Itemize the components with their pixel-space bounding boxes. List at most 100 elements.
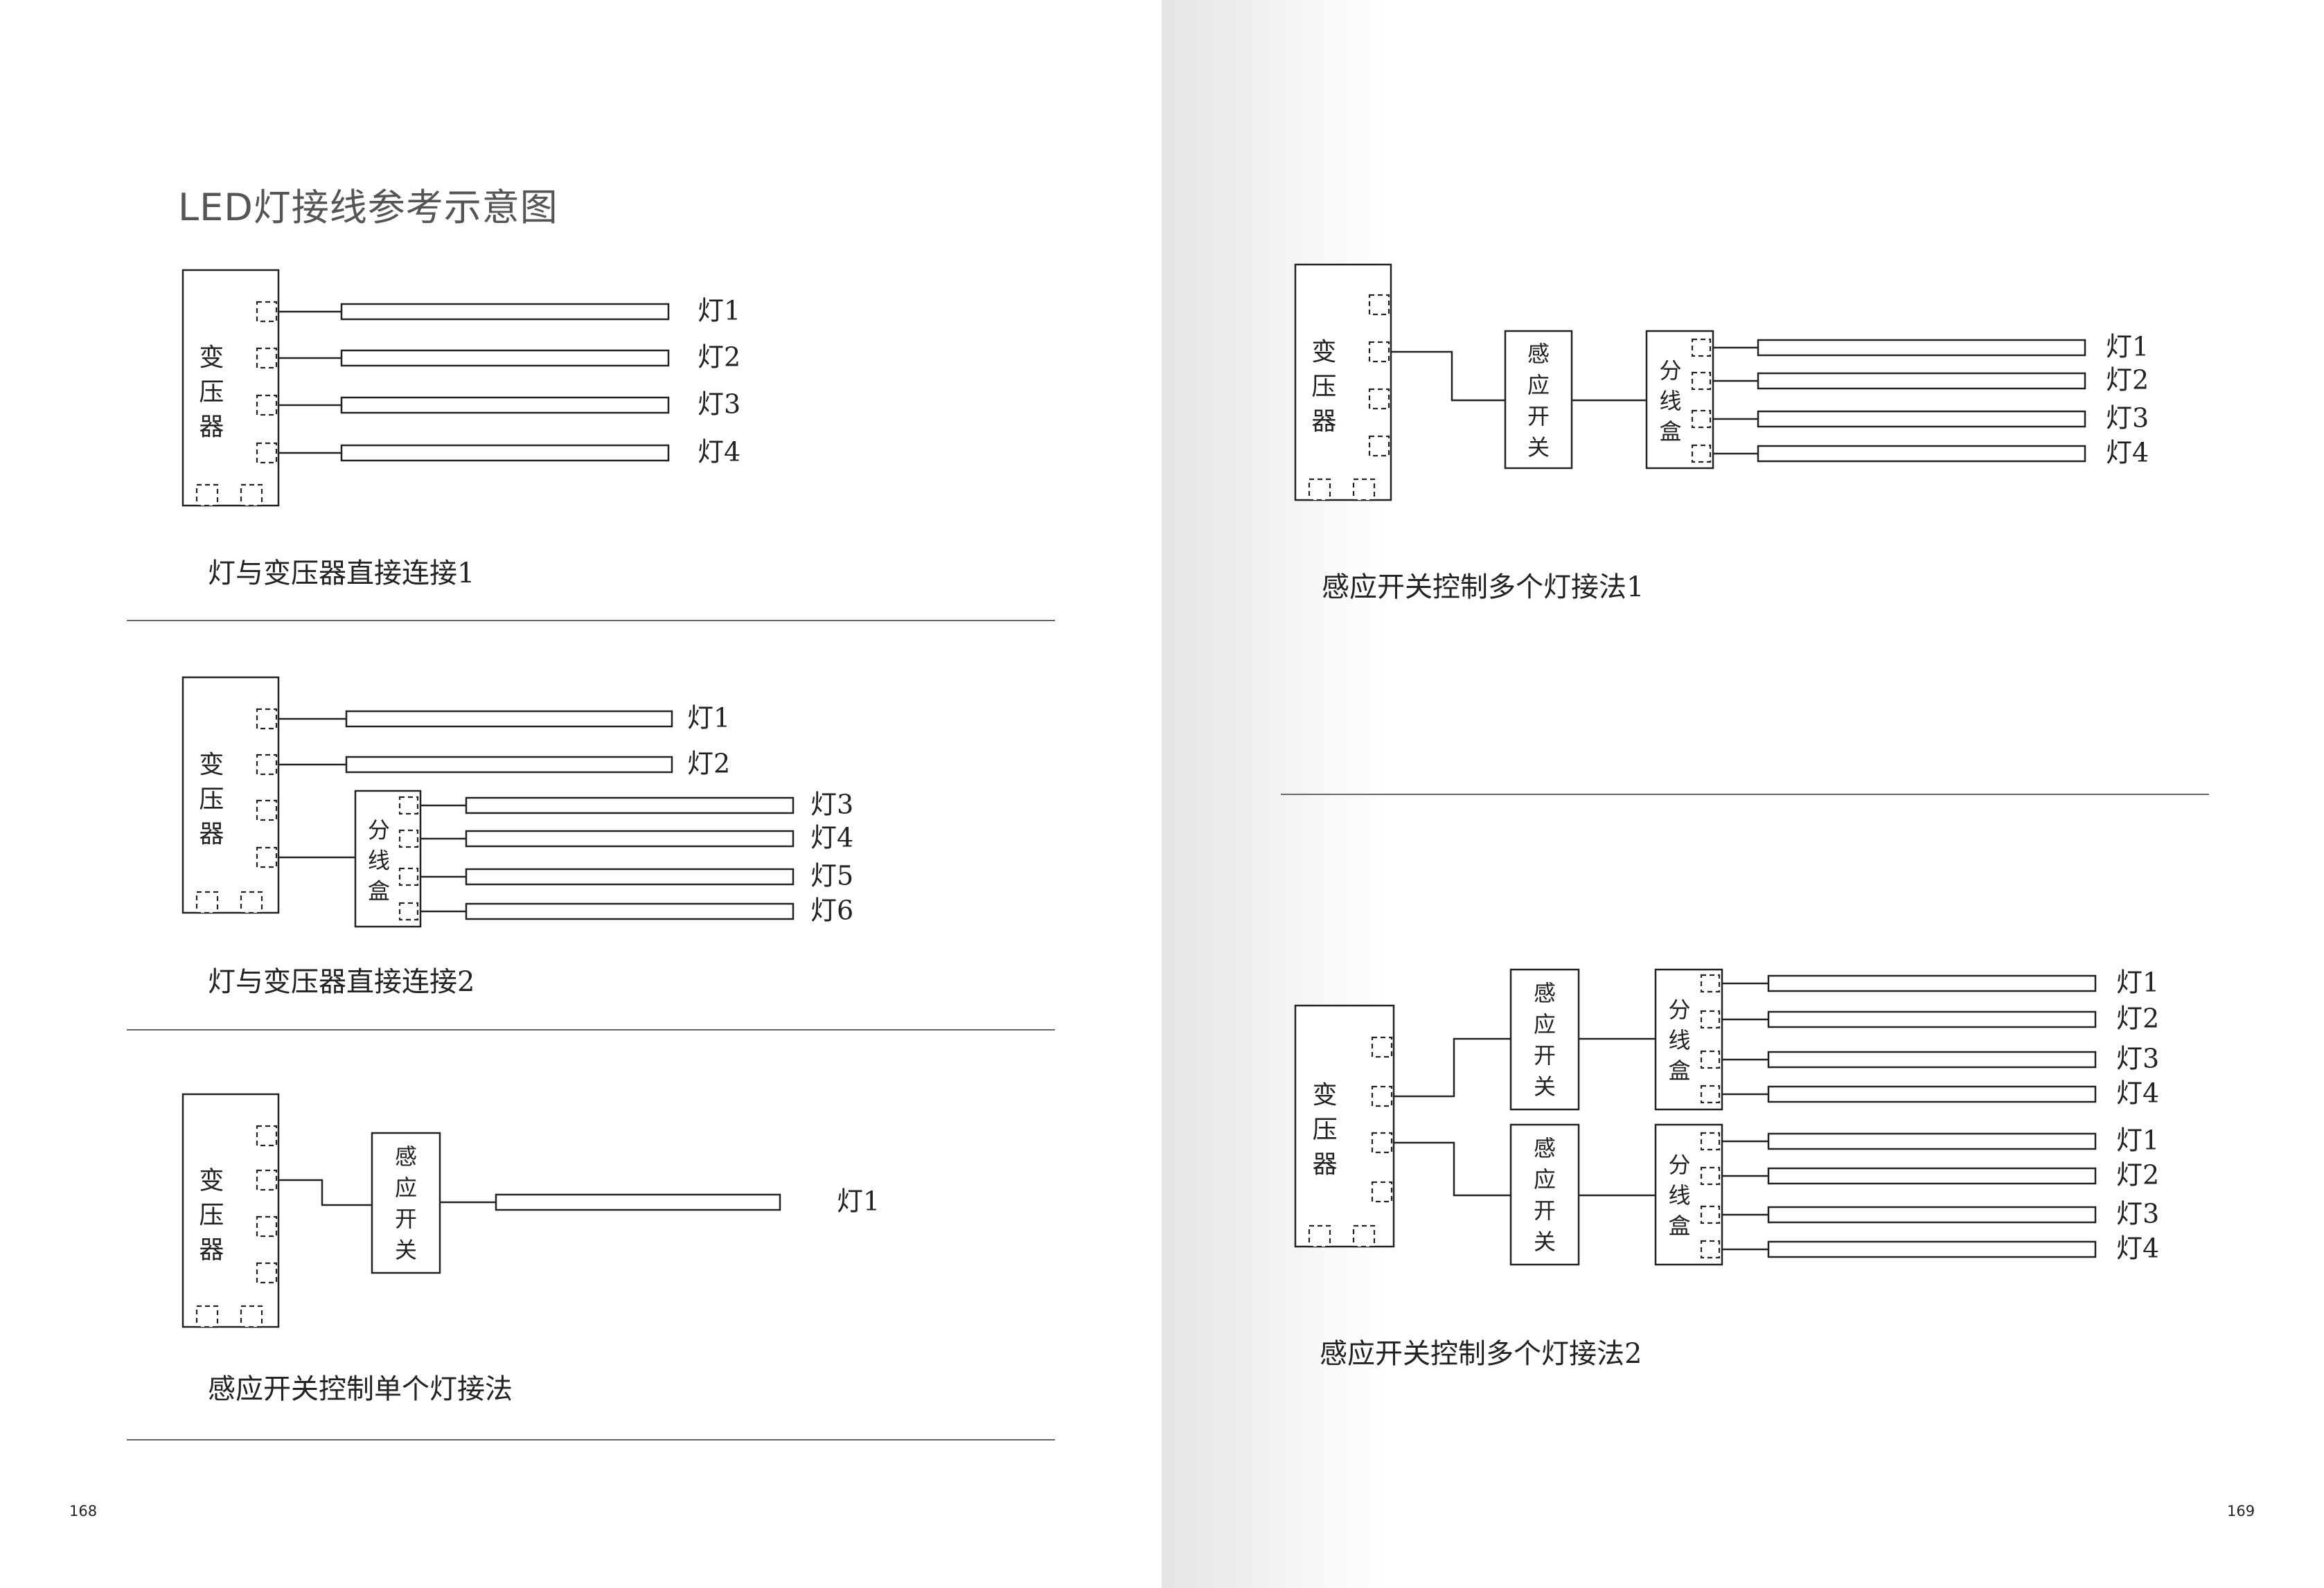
transformer-port — [256, 753, 278, 776]
lamp-label: 灯4 — [2116, 1233, 2159, 1264]
junction-port — [1700, 1166, 1721, 1186]
transformer-label-char: 器 — [1311, 407, 1336, 436]
sensor-label-char: 应 — [395, 1175, 417, 1201]
junction-port — [1700, 1240, 1721, 1259]
lamp-label: 灯2 — [687, 749, 730, 779]
transformer-port — [256, 442, 278, 464]
lamp-label: 灯6 — [810, 895, 853, 926]
junction-port — [1691, 444, 1712, 463]
junction-label-char: 盒 — [1660, 418, 1682, 445]
lamp-label: 灯1 — [698, 296, 740, 326]
lamp-6 — [1767, 1167, 2097, 1185]
transformer-bottom-port — [240, 1305, 263, 1328]
transformer-label-char: 变 — [1313, 1081, 1338, 1109]
junction-port — [1700, 974, 1721, 993]
junction-label-char: 线 — [1669, 1027, 1691, 1053]
lamp-label: 灯1 — [2116, 1125, 2159, 1156]
sensor-label-char: 应 — [1534, 1011, 1556, 1037]
transformer-label-char: 变 — [199, 751, 224, 779]
transformer-label-char: 压 — [199, 1202, 224, 1230]
transformer-port — [1371, 1036, 1393, 1058]
transformer-bottom-port — [1352, 478, 1376, 501]
junction-port — [398, 829, 419, 848]
junction-label-char: 分 — [1669, 997, 1691, 1023]
transformer-label-char: 器 — [199, 413, 224, 441]
transformer-label-char: 压 — [1311, 373, 1336, 401]
sensor-label-char: 开 — [1534, 1197, 1556, 1224]
sensor-box — [1509, 1123, 1580, 1266]
transformer-label-char: 变 — [199, 344, 224, 372]
transformer-port — [1368, 341, 1390, 363]
transformer-bottom-port — [1308, 1224, 1331, 1248]
transformer-port — [256, 846, 278, 868]
junction-port — [398, 796, 419, 815]
divider-3 — [127, 1439, 1055, 1440]
transformer-bottom-port — [1308, 478, 1331, 501]
transformer-label-char: 变 — [1311, 338, 1336, 366]
junction-label-char: 线 — [1669, 1182, 1691, 1208]
lamp-label: 灯2 — [2116, 1160, 2159, 1190]
lamp-label: 灯3 — [2116, 1199, 2159, 1229]
lamp-label: 灯1 — [687, 703, 730, 733]
lamp-label: 灯1 — [2116, 967, 2159, 998]
wire — [1394, 1037, 1511, 1098]
junction-label-char: 分 — [1660, 357, 1682, 384]
divider-1 — [127, 620, 1055, 621]
sensor-label-char: 关 — [1534, 1229, 1556, 1255]
junction-label-char: 线 — [1660, 388, 1682, 414]
junction-port — [1700, 1050, 1721, 1069]
lamp-label: 灯2 — [2116, 1003, 2159, 1034]
caption-direct-connection-2: 灯与变压器直接连接2 — [208, 966, 475, 998]
divider-2 — [127, 1029, 1055, 1031]
transformer-bottom-port — [240, 483, 263, 507]
caption-direct-connection-1: 灯与变压器直接连接1 — [208, 557, 475, 589]
lamp-label: 灯3 — [698, 389, 740, 420]
transformer-port — [1368, 435, 1390, 457]
transformer-port — [1368, 294, 1390, 316]
sensor-box — [371, 1132, 441, 1274]
lamp-5 — [1767, 1132, 2097, 1150]
caption-sensor-single-lamp: 感应开关控制单个灯接法 — [208, 1373, 513, 1405]
transformer-bottom-port — [195, 1305, 219, 1328]
lamp-1 — [495, 1193, 781, 1211]
lamp-5 — [465, 868, 795, 886]
lamp-3 — [1757, 410, 2086, 428]
wire — [1394, 1141, 1511, 1197]
divider-right — [1281, 794, 2209, 795]
transformer-port — [256, 394, 278, 416]
page-number-right: 169 — [2227, 1503, 2255, 1519]
sensor-label-char: 开 — [395, 1206, 417, 1232]
lamp-8 — [1767, 1240, 2097, 1258]
lamp-label: 灯1 — [837, 1186, 880, 1217]
lamp-label: 灯4 — [2116, 1078, 2159, 1109]
lamp-1 — [340, 303, 670, 321]
lamp-4 — [340, 444, 670, 462]
transformer-port — [1371, 1132, 1393, 1154]
transformer-label-char: 压 — [1313, 1116, 1338, 1144]
sensor-label-char: 感 — [395, 1143, 417, 1170]
lamp-1 — [345, 710, 673, 728]
transformer-port — [1371, 1085, 1393, 1107]
lamp-4 — [465, 830, 795, 848]
sensor-label-char: 开 — [1534, 1042, 1556, 1069]
transformer-port — [256, 301, 278, 323]
transformer-port — [256, 1125, 278, 1147]
junction-port — [1691, 409, 1712, 429]
transformer-port — [1371, 1181, 1393, 1203]
transformer-port — [1368, 388, 1390, 410]
sensor-label-char: 感 — [1534, 1135, 1556, 1161]
junction-port — [1691, 338, 1712, 357]
sensor-label-char: 关 — [1527, 434, 1550, 461]
transformer-bottom-port — [195, 891, 219, 914]
lamp-label: 灯2 — [2106, 365, 2149, 395]
lamp-label: 灯3 — [810, 789, 853, 820]
lamp-label: 灯2 — [698, 342, 740, 373]
junction-label-char: 分 — [368, 817, 390, 843]
transformer-port — [256, 799, 278, 821]
lamp-2 — [345, 756, 673, 774]
caption-sensor-multi-lamp-2: 感应开关控制多个灯接法2 — [1320, 1338, 1642, 1370]
sensor-label-char: 开 — [1527, 403, 1550, 429]
lamp-label: 灯4 — [2106, 438, 2149, 468]
sensor-label-char: 关 — [1534, 1073, 1556, 1100]
junction-label-char: 分 — [1669, 1152, 1691, 1178]
